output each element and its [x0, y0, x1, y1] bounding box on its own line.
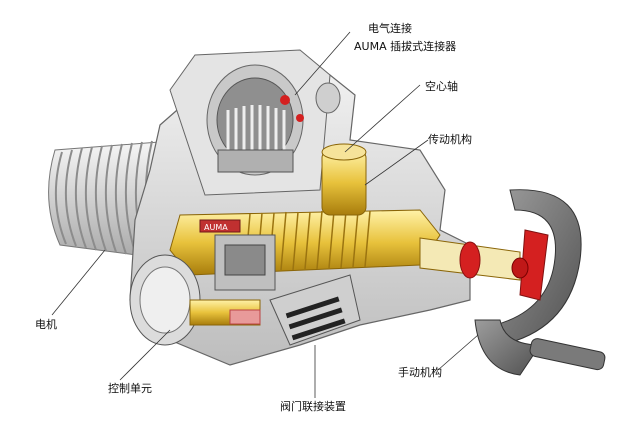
valve-connection-housing — [269, 274, 361, 346]
label-valve-connection: 阀门联接装置 — [280, 400, 346, 413]
handwheel — [474, 189, 606, 376]
leader-lines — [51, 31, 479, 398]
label-control-unit: 控制单元 — [108, 382, 152, 395]
label-manual-mechanism: 手动机构 — [398, 366, 442, 379]
label-transmission: 传动机构 — [428, 133, 472, 146]
control-unit: AUMA — [129, 219, 276, 346]
nameplate-text: AUMA — [204, 223, 228, 232]
label-auma-connector: AUMA 插拔式连接器 — [354, 40, 457, 53]
label-hollow-shaft: 空心轴 — [425, 80, 458, 93]
label-motor: 电机 — [35, 318, 57, 331]
label-electrical-connection: 电气连接 — [368, 22, 412, 35]
